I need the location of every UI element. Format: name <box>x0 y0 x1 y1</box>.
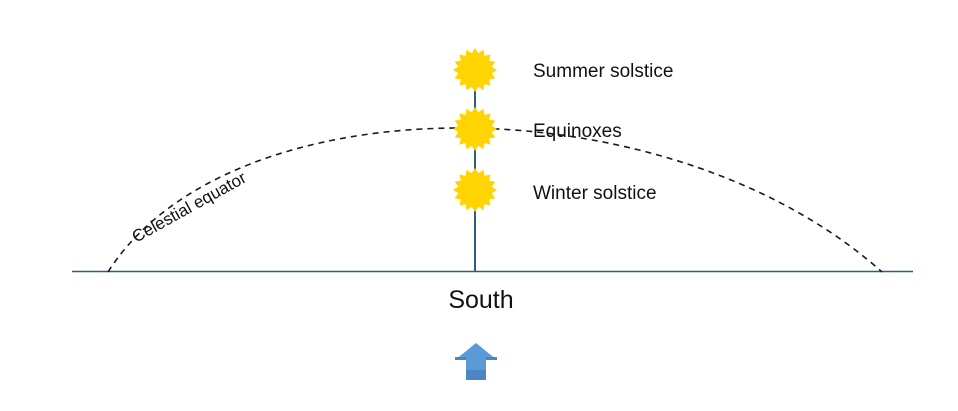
label-winter-solstice: Winter solstice <box>533 183 657 204</box>
sun-equinox-icon <box>453 107 497 151</box>
label-equinoxes: Equinoxes <box>533 121 622 142</box>
label-south: South <box>448 286 513 314</box>
sun-summer-solstice-icon <box>453 48 497 92</box>
up-arrow-icon <box>455 343 497 380</box>
label-celestial-equator: Celestial equator <box>129 168 250 247</box>
label-summer-solstice: Summer solstice <box>533 61 673 82</box>
sun-winter-solstice-icon <box>453 168 497 212</box>
celestial-equator-curve <box>107 127 883 273</box>
